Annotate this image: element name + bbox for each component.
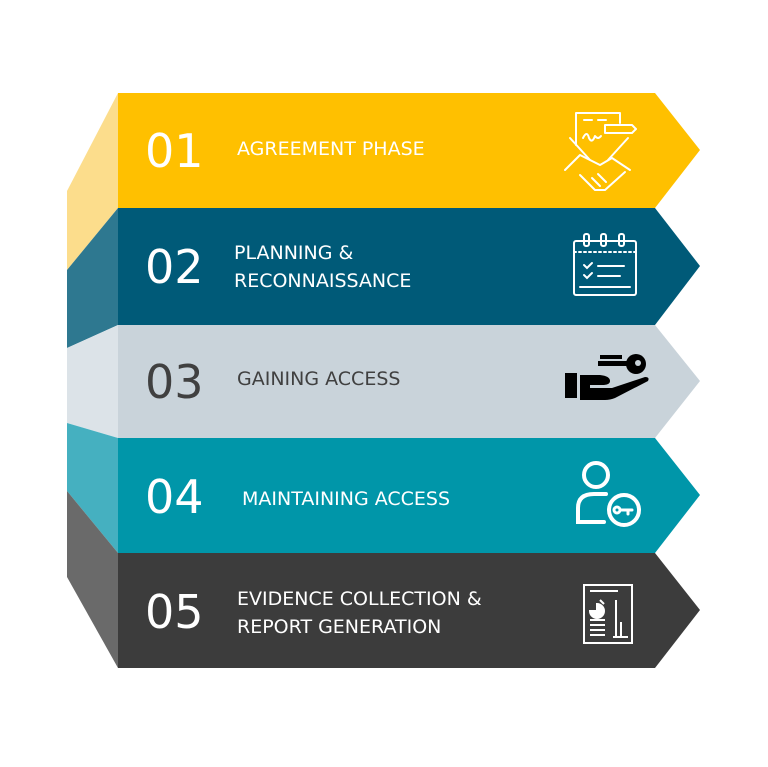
step-3-band [118, 325, 700, 438]
step-4-band [118, 438, 700, 553]
step-2-title-line2: RECONNAISSANCE [234, 270, 411, 292]
step-5-side [67, 491, 118, 668]
step-4-side [67, 423, 118, 553]
step-3-number: 03 [145, 355, 204, 409]
step-3-side [67, 325, 118, 438]
step-2-band [118, 208, 700, 325]
step-2-number: 02 [145, 240, 204, 294]
step-5-number: 05 [145, 585, 204, 639]
step-4-title: MAINTAINING ACCESS [242, 488, 450, 510]
user-key-icon [576, 461, 641, 527]
step-5-title-line2: REPORT GENERATION [237, 616, 441, 638]
step-4-number: 04 [145, 470, 204, 524]
step-1-band [118, 93, 700, 208]
step-1-number: 01 [145, 124, 204, 178]
step-1-side [67, 93, 118, 270]
step-5-title-line1: EVIDENCE COLLECTION & [237, 588, 482, 610]
handshake-contract-icon [564, 112, 637, 191]
step-2-side [67, 208, 118, 348]
report-document-icon [583, 584, 633, 644]
step-1-title: AGREEMENT PHASE [237, 138, 425, 160]
step-3-title: GAINING ACCESS [237, 368, 400, 390]
calendar-checklist-icon [573, 233, 637, 296]
hand-key-icon [565, 354, 649, 400]
step-5-band [118, 553, 700, 668]
step-2-title-line1: PLANNING & [234, 242, 353, 264]
